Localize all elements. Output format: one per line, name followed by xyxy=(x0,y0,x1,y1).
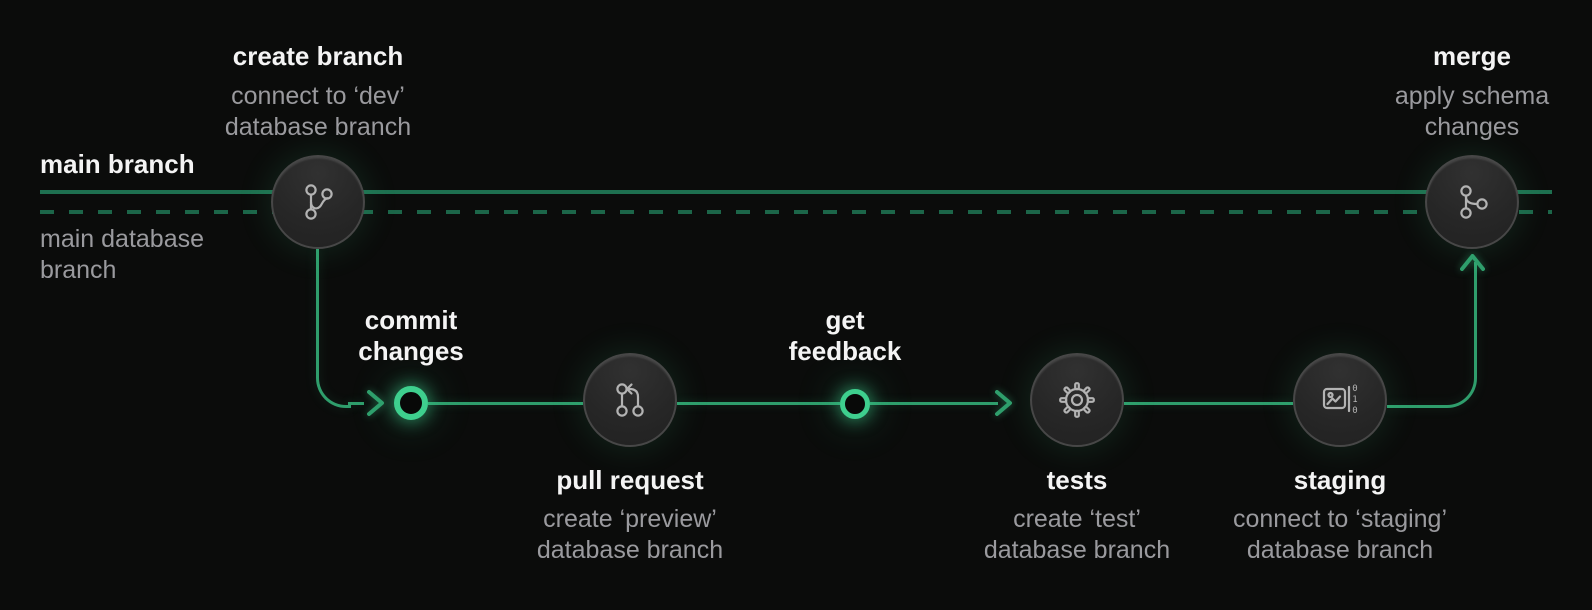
merge-title: merge xyxy=(1432,41,1512,71)
arrow-up-icon xyxy=(1460,254,1485,271)
arrow-right-icon xyxy=(367,390,384,416)
svg-text:0: 0 xyxy=(1352,406,1357,416)
tests-subtitle: create ‘test’ database branch xyxy=(983,505,1171,564)
git-branch-icon xyxy=(305,184,333,220)
create-branch-subtitle: connect to ‘dev’ database branch xyxy=(224,82,412,141)
main-database-branch-label: main database branch xyxy=(40,225,205,284)
node-merge xyxy=(1425,155,1519,249)
git-pull-request-icon xyxy=(616,383,644,417)
branch-path-up-curve xyxy=(1387,262,1477,408)
node-create-branch xyxy=(271,155,365,249)
tests-title: tests xyxy=(1046,465,1108,495)
svg-text:1: 1 xyxy=(1352,395,1357,405)
staging-title: staging xyxy=(1293,465,1387,495)
create-branch-title: create branch xyxy=(232,41,404,71)
branch-path-segment xyxy=(870,401,998,405)
branch-path-segment xyxy=(428,401,583,405)
main-branch-label: main branch xyxy=(40,149,195,179)
merge-subtitle: apply schema changes xyxy=(1394,82,1550,141)
commit-changes-dot xyxy=(394,386,428,420)
git-merge-icon xyxy=(1460,185,1488,219)
main-database-branch-line xyxy=(40,210,1552,214)
svg-text:0: 0 xyxy=(1352,384,1357,394)
commit-changes-label: commit changes xyxy=(358,305,464,366)
node-pull-request xyxy=(583,353,677,447)
data-binary-icon: 0 1 0 xyxy=(1322,384,1358,416)
branch-path-segment xyxy=(677,401,840,405)
pull-request-subtitle: create ‘preview’ database branch xyxy=(536,505,724,564)
get-feedback-label: get feedback xyxy=(788,305,902,366)
node-staging: 0 1 0 xyxy=(1293,353,1387,447)
branch-path-segment xyxy=(348,401,364,405)
gear-icon xyxy=(1059,382,1095,418)
get-feedback-dot xyxy=(840,389,870,419)
branch-path-segment xyxy=(1124,401,1293,405)
arrow-right-icon xyxy=(995,390,1012,416)
node-tests xyxy=(1030,353,1124,447)
staging-subtitle: connect to ‘staging’ database branch xyxy=(1232,505,1448,564)
main-branch-line xyxy=(40,190,1552,194)
pull-request-title: pull request xyxy=(556,465,704,495)
